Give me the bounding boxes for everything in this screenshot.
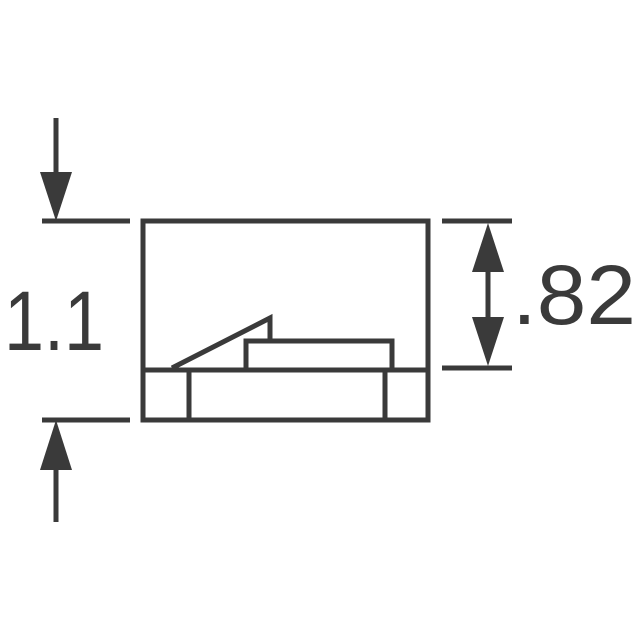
body-height-label: .82	[512, 248, 636, 342]
overall-height-dimension: 1.1	[4, 118, 130, 522]
bottom-arrowhead-up	[40, 420, 72, 470]
body-height-dimension: .82	[442, 218, 636, 371]
overall-height-label: 1.1	[4, 274, 104, 368]
internal-die	[243, 338, 395, 373]
arrowhead-up-right	[472, 223, 504, 272]
package-body	[140, 218, 431, 423]
package-outline	[140, 218, 431, 423]
top-arrowhead-down	[40, 172, 72, 221]
arrowhead-down-right	[472, 317, 504, 366]
bond-wire	[170, 313, 273, 371]
